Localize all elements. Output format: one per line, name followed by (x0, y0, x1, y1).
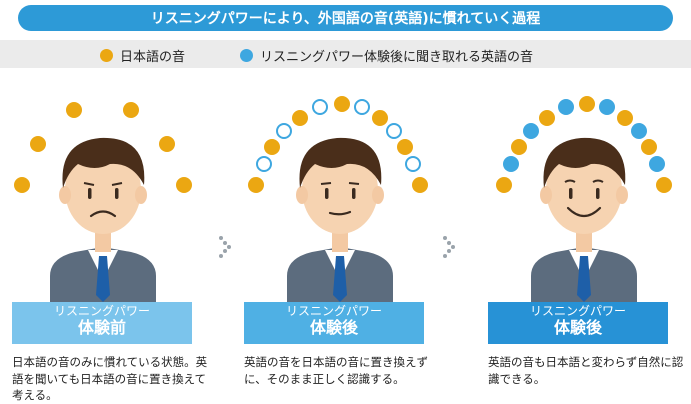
stage-label-line1: リスニングパワー (53, 304, 150, 318)
person-frown-illustration (14, 102, 192, 302)
dotted-arrow-icon (443, 236, 455, 258)
legend-item-english: リスニングパワー体験後に聞き取れる英語の音 (240, 46, 533, 65)
sound-dots (14, 102, 192, 193)
stage-label-before: リスニングパワー 体験前 (12, 302, 192, 344)
stage-label-line1: リスニングパワー (285, 304, 382, 318)
legend-item-japanese: 日本語の音 (100, 46, 185, 65)
stage-label-line2: 体験前 (77, 317, 126, 337)
title-text: リスニングパワーにより、外国語の音(英語)に慣れていく過程 (150, 11, 541, 27)
stage-description: 英語の音を日本語の音に置き換えずに、そのまま正しく認識する。 (244, 355, 428, 386)
stage-description: 日本語の音のみに慣れている状態。英語を聞いても日本語の音に置き換えて考える。 (12, 355, 208, 403)
legend-label-english: リスニングパワー体験後に聞き取れる英語の音 (260, 50, 534, 65)
stage-label-line1: リスニングパワー (529, 304, 626, 318)
legend-label-japanese: 日本語の音 (120, 50, 186, 65)
person-neutral-illustration (248, 96, 428, 302)
stage-label-after-1: リスニングパワー 体験後 (244, 302, 424, 344)
sound-dots (248, 96, 428, 193)
title-banner: リスニングパワーにより、外国語の音(英語)に慣れていく過程 (18, 5, 673, 31)
stage-after-1: リスニングパワー 体験後 英語の音を日本語の音に置き換えずに、そのまま正しく認識… (232, 80, 428, 400)
stage-label-line2: 体験後 (309, 317, 358, 337)
orange-dot-icon (100, 49, 113, 62)
dotted-arrow-icon (219, 236, 231, 258)
legend-bar: 日本語の音 リスニングパワー体験後に聞き取れる英語の音 (0, 40, 691, 68)
person-smile-illustration (496, 96, 672, 302)
stage-before: リスニングパワー 体験前 日本語の音のみに慣れている状態。英語を聞いても日本語の… (0, 80, 207, 402)
blue-dot-icon (240, 49, 253, 62)
stage-description: 英語の音も日本語と変わらず自然に認識できる。 (488, 355, 684, 386)
stage-after-2: リスニングパワー 体験後 英語の音も日本語と変わらず自然に認識できる。 (476, 80, 683, 400)
sound-dots (496, 96, 672, 193)
stage-label-line2: 体験後 (553, 317, 602, 337)
stage-label-after-2: リスニングパワー 体験後 (488, 302, 668, 344)
